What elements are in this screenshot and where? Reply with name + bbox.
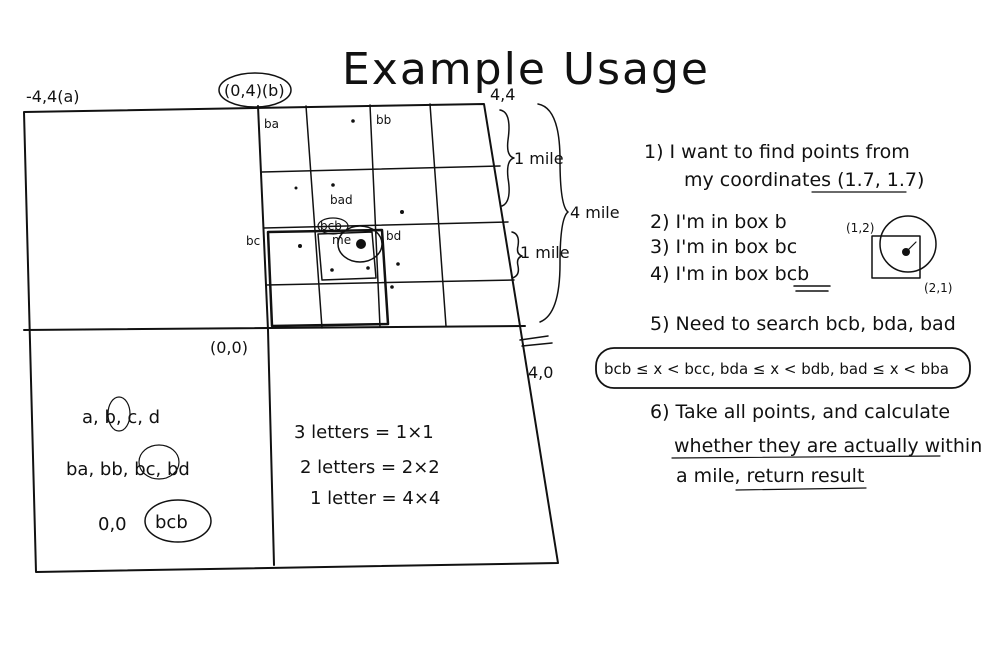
- mini-box-label-br: (2,1): [924, 281, 952, 295]
- corner-top-mid: (0,4)(b): [224, 81, 285, 100]
- br-line1: 3 letters = 1×1: [294, 422, 434, 443]
- step-6b: whether they are actually within: [674, 435, 982, 457]
- me-point: [356, 239, 366, 249]
- one-mile-top-label: 1 mile: [514, 149, 564, 168]
- step-2: 2) I'm in box b: [650, 211, 787, 233]
- step-6a: 6) Take all points, and calculate: [650, 401, 950, 423]
- step-3: 3) I'm in box bc: [650, 236, 797, 258]
- step-5-range: bcb ≤ x < bcc, bda ≤ x < bdb, bad ≤ x < …: [604, 360, 949, 378]
- label-bad: bad: [330, 193, 353, 207]
- step-5: 5) Need to search bcb, bda, bad: [650, 313, 956, 335]
- quadrant-b-grid: [261, 103, 515, 329]
- vertical-axis-line: [257, 105, 275, 566]
- search-radius-circle: [337, 225, 383, 263]
- bl-line3-circled: bcb: [155, 512, 188, 533]
- step-1b: my coordinates (1.7, 1.7): [684, 169, 924, 191]
- outer-square: [23, 103, 559, 573]
- brace-mid: [511, 231, 523, 279]
- brace-big: [537, 103, 569, 323]
- corner-top-right: 4,4: [490, 85, 515, 104]
- corner-center: (0,0): [210, 338, 248, 357]
- label-bd: bd: [386, 229, 401, 243]
- four-mile-label: 4 mile: [570, 203, 620, 222]
- label-bc: bc: [246, 234, 260, 248]
- diagram-title: Example Usage: [342, 44, 710, 95]
- brace-top: [499, 109, 515, 207]
- corner-mid-right: 4,0: [528, 363, 553, 382]
- br-line2: 2 letters = 2×2: [300, 457, 440, 478]
- label-me: me: [332, 233, 351, 247]
- label-bb: bb: [376, 113, 391, 127]
- mini-box-diagram: [871, 215, 937, 279]
- br-line3: 1 letter = 4×4: [310, 488, 440, 509]
- mini-box-label-tl: (1,2): [846, 221, 874, 235]
- label-bcb: bcb: [320, 219, 342, 233]
- range-box: [595, 347, 971, 389]
- horizontal-axis-line: [23, 325, 526, 331]
- label-ba: ba: [264, 117, 279, 131]
- bl-line3-prefix: 0,0: [98, 514, 127, 535]
- step-1a: 1) I want to find points from: [644, 141, 910, 163]
- bl-line1: a, b, c, d: [82, 407, 160, 428]
- one-mile-mid-label: 1 mile: [520, 243, 570, 262]
- box-bcb-outline: [317, 231, 377, 281]
- step-6c: a mile, return result: [676, 465, 864, 487]
- bl-line2: ba, bb, bc, bd: [66, 459, 190, 480]
- step-4: 4) I'm in box bcb: [650, 263, 809, 285]
- corner-top-left: -4,4(a): [26, 87, 80, 106]
